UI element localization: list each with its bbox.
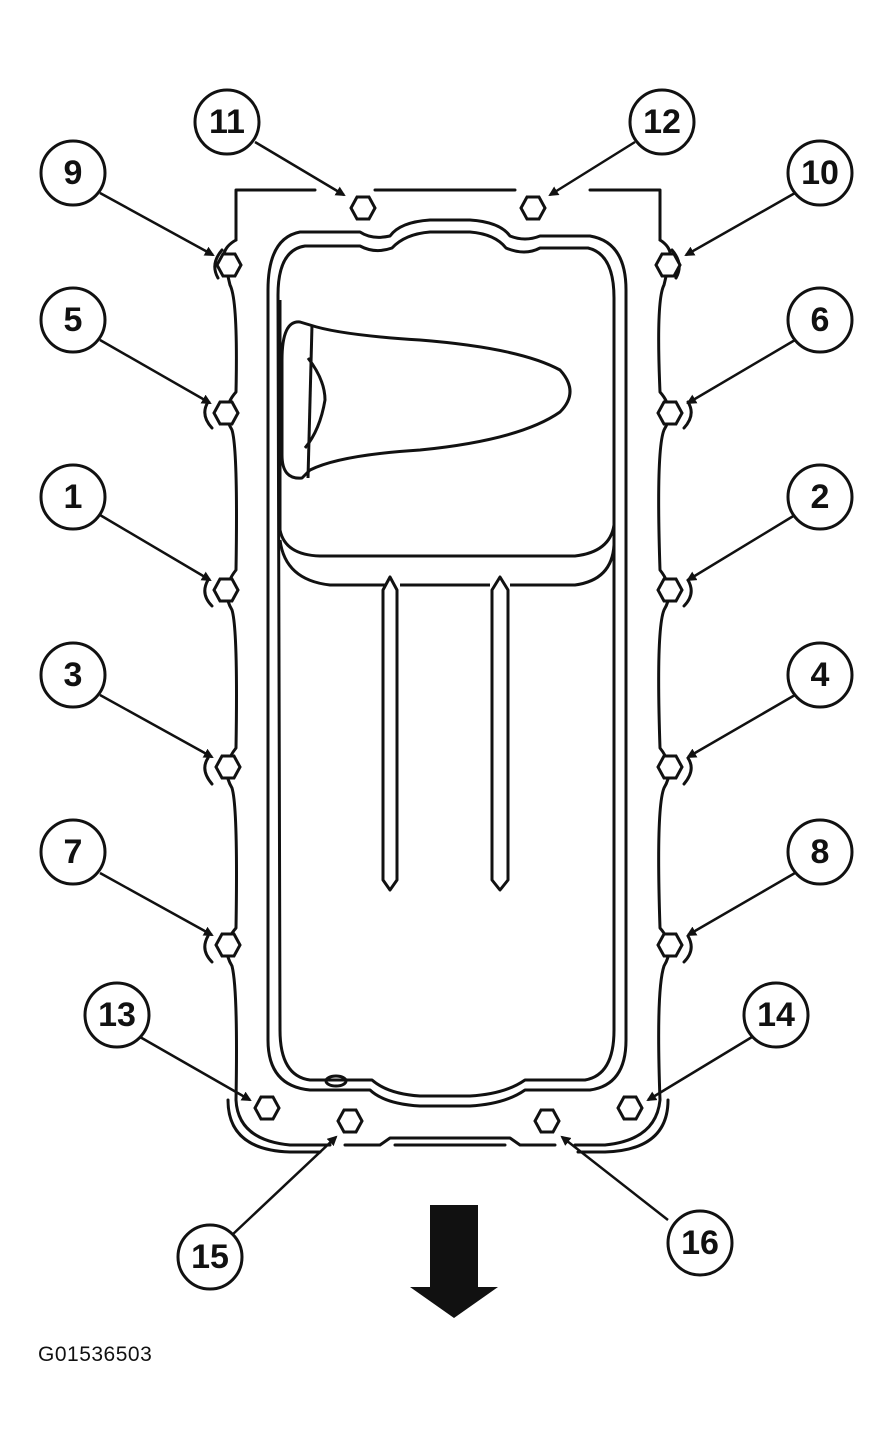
callout-label-3: 3 (64, 656, 83, 694)
hex-bolt-icon-10 (654, 252, 682, 278)
callout-circle-13 (83, 981, 151, 1049)
leader-line-10 (684, 191, 796, 257)
leader-line-4 (686, 693, 796, 759)
hex-bolt-icon-15 (336, 1108, 364, 1134)
callout-label-11: 11 (209, 103, 245, 141)
callout-circle-16 (666, 1209, 734, 1277)
callout-label-16: 16 (681, 1224, 719, 1262)
hex-bolt-icon-16 (533, 1108, 561, 1134)
callout-circle-1 (39, 463, 107, 531)
callout-circle-12 (628, 88, 696, 156)
callout-label-13: 13 (98, 996, 136, 1034)
hex-bolt-icon-8 (656, 932, 684, 958)
leader-line-15 (231, 1135, 338, 1236)
leader-line-1 (99, 513, 212, 582)
pan-body (266, 218, 628, 1108)
callout-circles (39, 88, 854, 1291)
leader-line-9 (99, 191, 215, 257)
leader-line-11 (254, 140, 346, 197)
leader-line-7 (99, 871, 214, 937)
hex-bolt-icon-2 (656, 577, 684, 603)
callout-circle-5 (39, 286, 107, 354)
callout-circle-6 (786, 286, 854, 354)
leader-line-3 (99, 693, 214, 759)
hex-bolt-icon-1 (212, 577, 240, 603)
callout-label-5: 5 (64, 301, 83, 339)
pan-flange-outline (203, 188, 693, 1154)
hex-bolt-icon-12 (519, 195, 547, 221)
callout-label-8: 8 (811, 833, 830, 871)
hex-bolt-icon-13 (253, 1095, 281, 1121)
callout-label-7: 7 (64, 833, 83, 871)
hex-bolt-icon-14 (616, 1095, 644, 1121)
callout-label-12: 12 (643, 103, 681, 141)
leader-line-6 (686, 338, 796, 405)
callout-circle-10 (786, 139, 854, 207)
callout-circle-15 (176, 1223, 244, 1291)
callout-label-15: 15 (191, 1238, 229, 1276)
front-direction-arrow-icon (410, 1205, 498, 1318)
leader-line-13 (139, 1035, 252, 1102)
figure-id: G01536503 (38, 1343, 153, 1366)
callout-label-2: 2 (811, 478, 830, 516)
callout-circle-8 (786, 818, 854, 886)
hex-bolt-icon-6 (656, 400, 684, 426)
callout-label-14: 14 (757, 996, 795, 1034)
callout-circle-3 (39, 641, 107, 709)
callout-label-6: 6 (811, 301, 830, 339)
callout-circle-7 (39, 818, 107, 886)
callout-labels: 1 2 3 4 5 6 7 8 9 10 11 12 13 14 15 16 (64, 103, 839, 1276)
callout-circle-11 (193, 88, 261, 156)
callout-label-4: 4 (811, 656, 830, 694)
leader-line-14 (646, 1035, 753, 1102)
leader-line-12 (548, 140, 636, 197)
leader-line-5 (99, 338, 212, 405)
leader-line-16 (560, 1135, 669, 1221)
hex-bolt-icon-3 (214, 754, 242, 780)
leader-line-8 (686, 871, 796, 937)
hex-bolt-icon-11 (349, 195, 377, 221)
callout-label-9: 9 (64, 154, 83, 192)
callout-label-1: 1 (64, 478, 83, 516)
hex-bolt-icon-7 (214, 932, 242, 958)
hex-bolt-icon-9 (215, 252, 243, 278)
leader-lines (99, 140, 796, 1236)
leader-line-2 (686, 513, 796, 582)
callout-circle-2 (786, 463, 854, 531)
bolt-heads (212, 195, 684, 1134)
hex-bolt-icon-4 (656, 754, 684, 780)
callout-label-10: 10 (801, 154, 839, 192)
callout-circle-14 (742, 981, 810, 1049)
hex-bolt-icon-5 (212, 400, 240, 426)
callout-circle-4 (786, 641, 854, 709)
callout-circle-9 (39, 139, 107, 207)
